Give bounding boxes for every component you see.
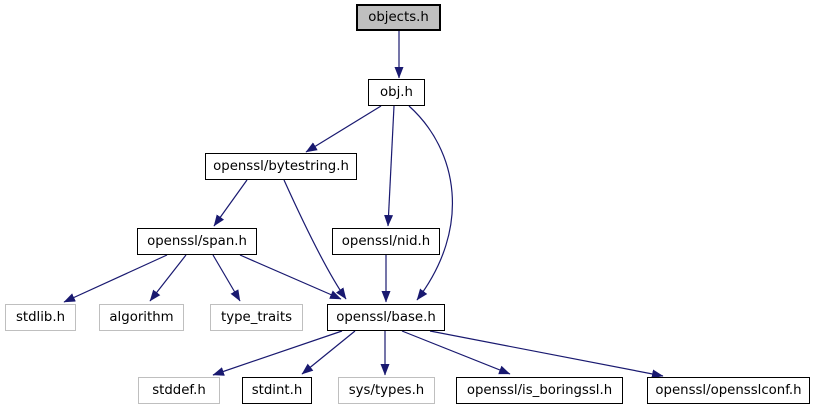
node-openssl-opensslconf-h[interactable]: openssl/opensslconf.h	[647, 377, 810, 404]
node-stdlib-h: stdlib.h	[5, 304, 76, 331]
node-obj-h[interactable]: obj.h	[368, 79, 425, 106]
edge-obj.h->openssl/base.h	[408, 105, 454, 301]
node-stddef-h: stddef.h	[138, 377, 220, 404]
node-algorithm: algorithm	[99, 304, 184, 331]
node-type-traits: type_traits	[210, 304, 303, 331]
edge-openssl/base.h->stddef.h	[212, 330, 343, 376]
edge-openssl/base.h->openssl/is_boringssl.h	[401, 330, 511, 375]
node-stdint-h[interactable]: stdint.h	[242, 377, 312, 404]
node-openssl-base-h[interactable]: openssl/base.h	[327, 304, 445, 331]
node-sys-types-h: sys/types.h	[338, 377, 435, 404]
node-openssl-span-h[interactable]: openssl/span.h	[137, 228, 257, 255]
edge-openssl/base.h->stdint.h	[301, 330, 356, 375]
edge-openssl/span.h->stdlib.h	[63, 254, 168, 303]
edge-openssl/span.h->algorithm	[149, 254, 187, 302]
edge-openssl/bytestring.h->openssl/span.h	[213, 179, 248, 227]
node-objects-h: objects.h	[356, 4, 441, 31]
node-openssl-nid-h[interactable]: openssl/nid.h	[332, 228, 440, 255]
edge-openssl/bytestring.h->openssl/base.h	[283, 179, 347, 300]
edge-obj.h->openssl/nid.h	[384, 105, 395, 227]
edge-openssl/base.h->openssl/opensslconf.h	[429, 330, 664, 379]
node-openssl-is-boringssl-h[interactable]: openssl/is_boringssl.h	[456, 377, 623, 404]
edge-openssl/span.h->type_traits	[212, 254, 241, 302]
edge-obj.h->openssl/bytestring.h	[305, 105, 382, 153]
edge-openssl/span.h->openssl/base.h	[239, 254, 342, 300]
node-openssl-bytestring-h[interactable]: openssl/bytestring.h	[205, 153, 357, 180]
